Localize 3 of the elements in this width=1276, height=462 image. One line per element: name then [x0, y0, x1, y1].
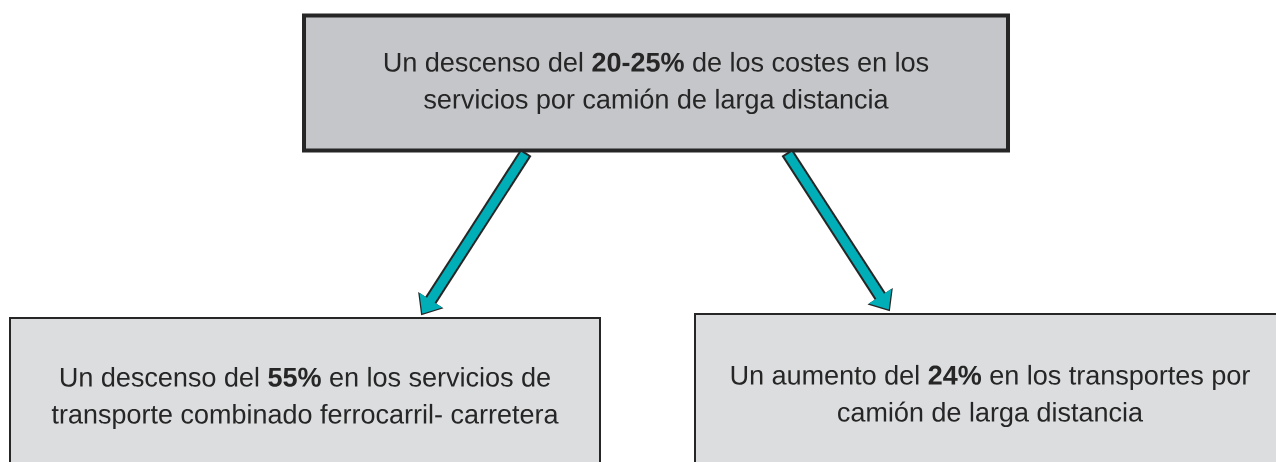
text-box: Un descenso del 20-25% de los costes en los servicios por camión de larga distancia	[302, 13, 1010, 153]
text-box: Un aumento del 24% en los transportes por camión de larga distancia	[694, 313, 1276, 462]
text-box: Un descenso del 55% en los servicios de transporte combinado ferrocarril- carretera	[9, 317, 601, 462]
